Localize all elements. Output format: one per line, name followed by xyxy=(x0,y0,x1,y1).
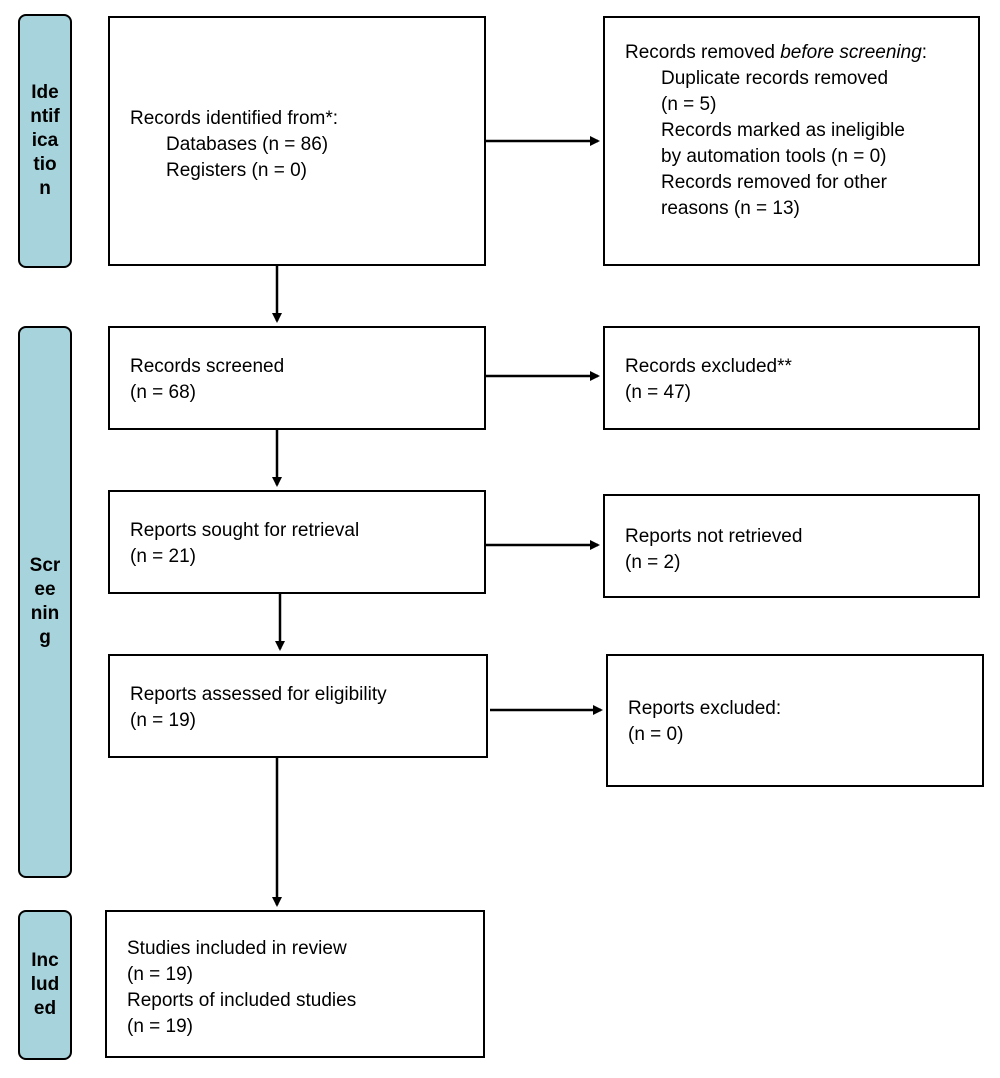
studies-included-label: Studies included in review xyxy=(127,938,347,959)
records-screened-count: (n = 68) xyxy=(130,382,197,403)
studies-included-box: Studies included in review (n = 19) Repo… xyxy=(105,910,485,1058)
records-removed-heading-em: before screening xyxy=(780,42,922,63)
phase-identification: Identification xyxy=(18,14,72,268)
reports-excluded-count: (n = 0) xyxy=(628,724,684,745)
records-identified-box: Records identified from*: Databases (n =… xyxy=(108,16,486,266)
records-removed-heading-post: : xyxy=(921,42,928,63)
phase-identification-label: Identification xyxy=(30,82,60,199)
databases-count: Databases (n = 86) xyxy=(166,134,329,155)
reports-sought-box: Reports sought for retrieval (n = 21) xyxy=(108,490,486,594)
reports-excluded-box: Reports excluded: (n = 0) xyxy=(606,654,984,787)
reports-not-retrieved-count: (n = 2) xyxy=(625,552,681,573)
phase-screening-label: Screening xyxy=(29,555,61,648)
ineligible-line-1: Records marked as ineligible xyxy=(661,120,905,141)
phase-screening: Screening xyxy=(18,326,72,878)
records-removed-box: Records removed before screening: Duplic… xyxy=(603,16,980,266)
reports-assessed-count: (n = 19) xyxy=(130,710,197,731)
reports-excluded-label: Reports excluded: xyxy=(628,698,782,719)
reports-sought-label: Reports sought for retrieval xyxy=(130,520,360,541)
phase-included-label: Included xyxy=(30,950,60,1019)
records-screened-label: Records screened xyxy=(130,356,285,377)
studies-included-count: (n = 19) xyxy=(127,964,194,985)
duplicates-line-1: Duplicate records removed xyxy=(661,68,889,89)
reports-assessed-box: Reports assessed for eligibility (n = 19… xyxy=(108,654,488,758)
records-excluded-box: Records excluded** (n = 47) xyxy=(603,326,980,430)
records-identified-heading: Records identified from*: xyxy=(130,108,339,129)
records-excluded-label: Records excluded** xyxy=(625,356,792,377)
records-removed-heading-1: Records removed before screening: xyxy=(625,40,978,66)
phase-included: Included xyxy=(18,910,72,1060)
records-excluded-count: (n = 47) xyxy=(625,382,692,403)
reports-not-retrieved-box: Reports not retrieved (n = 2) xyxy=(603,494,980,598)
records-removed-heading-pre: Records removed xyxy=(625,42,781,63)
registers-count: Registers (n = 0) xyxy=(166,160,307,181)
ineligible-line-2: by automation tools (n = 0) xyxy=(661,146,887,167)
reports-included-label: Reports of included studies xyxy=(127,990,357,1011)
reports-not-retrieved-label: Reports not retrieved xyxy=(625,526,803,547)
records-screened-box: Records screened (n = 68) xyxy=(108,326,486,430)
reports-sought-count: (n = 21) xyxy=(130,546,197,567)
other-removed-line-2: reasons (n = 13) xyxy=(661,198,800,219)
other-removed-line-1: Records removed for other xyxy=(661,172,887,193)
duplicates-line-2: (n = 5) xyxy=(661,94,717,115)
reports-assessed-label: Reports assessed for eligibility xyxy=(130,684,387,705)
reports-included-count: (n = 19) xyxy=(127,1016,194,1037)
